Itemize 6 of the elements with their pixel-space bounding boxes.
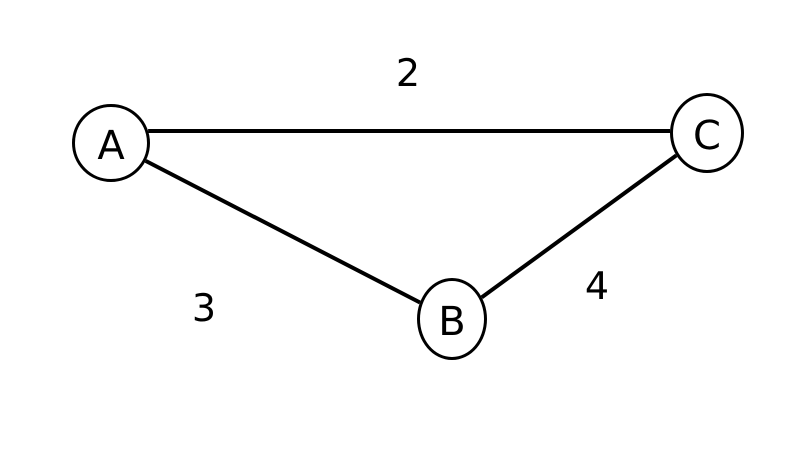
node-label: B [438, 302, 466, 342]
edge-line [148, 129, 670, 133]
edge-line [480, 154, 678, 299]
edge-line [144, 159, 421, 304]
node-label: C [693, 116, 721, 156]
node-label: A [97, 126, 125, 166]
